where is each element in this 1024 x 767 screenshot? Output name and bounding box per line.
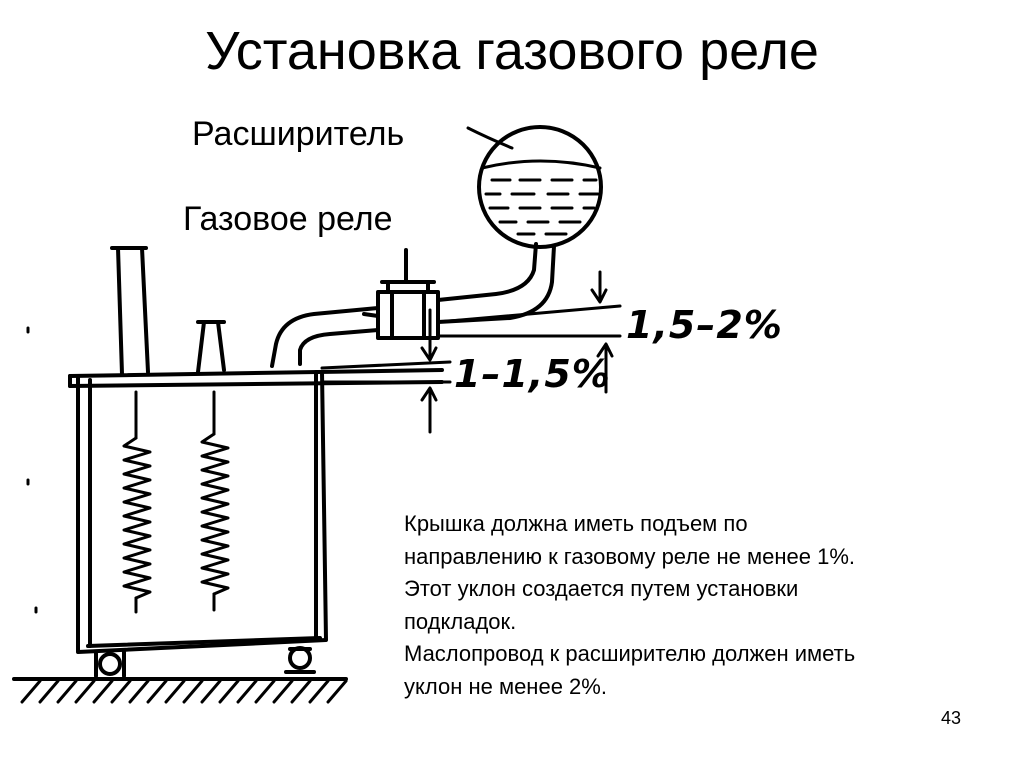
scan-specks	[26, 326, 38, 614]
requirements-note: Крышка должна иметь подъем по направлени…	[404, 508, 1004, 703]
pipe-slope-label: 1,5–2%	[626, 303, 783, 347]
note-line: Этот уклон создается путем установки	[404, 576, 799, 601]
bushing-left	[110, 246, 150, 376]
transformer-tank	[76, 370, 328, 654]
expander-leader	[466, 126, 514, 150]
pipe-slope-dimension	[436, 270, 622, 394]
note-line: направлению к газовому реле не менее 1%.	[404, 543, 855, 569]
gas-relay-label: Газовое реле	[183, 200, 393, 238]
wheel-left	[94, 650, 126, 678]
cover-slope-dimension	[320, 308, 452, 434]
slide-title: Установка газового реле	[205, 21, 819, 81]
oil-pipe	[270, 242, 556, 368]
bushing-right	[196, 320, 226, 374]
tank-cover	[68, 368, 444, 388]
note-line: Крышка должна иметь подъем по	[404, 511, 748, 536]
cover-slope-label: 1–1,5%	[454, 352, 611, 396]
expander-vessel	[477, 125, 603, 249]
note-line: Маслопровод к расширителю должен иметь	[404, 641, 856, 666]
winding-left	[122, 390, 152, 614]
note-line: уклон не менее 2%.	[404, 673, 607, 699]
note-line: подкладок.	[404, 608, 517, 634]
winding-right	[200, 390, 230, 612]
wheel-right	[284, 646, 316, 674]
ground	[12, 677, 348, 704]
expander-label: Расширитель	[192, 115, 405, 153]
gas-relay	[362, 248, 440, 340]
page-number: 43	[941, 708, 962, 728]
